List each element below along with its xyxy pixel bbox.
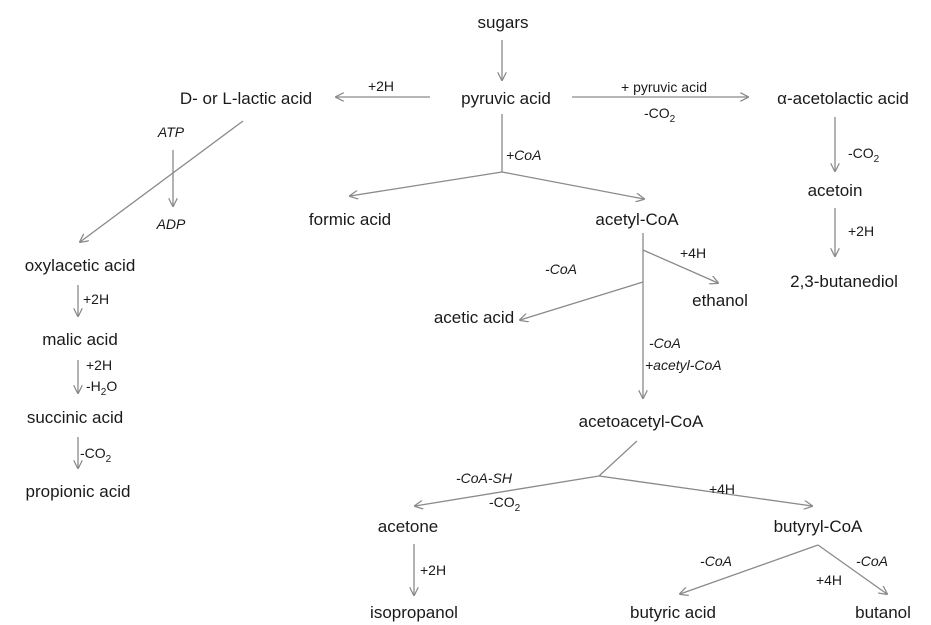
arrow-branch-to-acetone	[415, 475, 600, 506]
label-butyric-minus-coa: -CoA	[700, 553, 732, 569]
arrow-branch-to-butyryl	[598, 475, 812, 506]
label-minus-h2o: -H2O	[86, 378, 117, 398]
arrow-branch-to-formic	[350, 171, 503, 196]
node-acetoin: acetoin	[808, 181, 863, 200]
line-acetoacetyl-down	[598, 440, 638, 477]
label-malic-plus-2h: +2H	[86, 357, 112, 373]
label-minus-co2-acetoin: -CO2	[848, 145, 880, 165]
node-acetolactic-acid: α-acetolactic acid	[777, 89, 909, 108]
node-butanediol: 2,3-butanediol	[790, 272, 898, 291]
label-acetoin-plus-2h: +2H	[848, 223, 874, 239]
label-acetone-minus-co2: -CO2	[489, 494, 521, 514]
label-minus-coa-acetoacetyl: -CoA	[649, 335, 681, 351]
node-sugars: sugars	[477, 13, 528, 32]
label-isopropanol-plus-2h: +2H	[420, 562, 446, 578]
node-acetoacetyl-coa: acetoacetyl-CoA	[579, 412, 704, 431]
node-lactic-acid: D- or L-lactic acid	[180, 89, 312, 108]
node-propionic-acid: propionic acid	[26, 482, 131, 501]
label-plus-acetyl-coa: +acetyl-CoA	[645, 357, 722, 373]
label-succinic-minus-co2: -CO2	[80, 445, 112, 465]
node-ethanol: ethanol	[692, 291, 748, 310]
arrow-acetyl-to-ethanol	[642, 249, 718, 283]
label-plus-pyruvic-acid: + pyruvic acid	[621, 79, 707, 95]
node-succinic-acid: succinic acid	[27, 408, 123, 427]
label-atp: ATP	[157, 124, 185, 140]
node-malic-acid: malic acid	[42, 330, 118, 349]
node-formic-acid: formic acid	[309, 210, 391, 229]
label-butanol-minus-coa: -CoA	[856, 553, 888, 569]
node-acetyl-coa: acetyl-CoA	[595, 210, 679, 229]
arrow-butyryl-to-butyric	[680, 544, 819, 594]
node-oxylacetic-acid: oxylacetic acid	[25, 256, 136, 275]
arrow-butyryl-to-butanol	[817, 544, 887, 594]
node-isopropanol: isopropanol	[370, 603, 458, 622]
label-butanol-plus-4h: +4H	[816, 572, 842, 588]
label-oxylacetic-plus-2h: +2H	[83, 291, 109, 307]
label-adp: ADP	[156, 216, 186, 232]
label-lactic-plus-2h: +2H	[368, 78, 394, 94]
label-butyryl-plus-4h: +4H	[709, 481, 735, 497]
node-butyryl-coa: butyryl-CoA	[774, 517, 863, 536]
label-minus-co2-acetolactic: -CO2	[644, 105, 676, 125]
label-ethanol-plus-4h: +4H	[680, 245, 706, 261]
arrow-branch-to-acetyl-coa	[501, 171, 644, 199]
node-acetic-acid: acetic acid	[434, 308, 514, 327]
label-plus-coa: +CoA	[506, 147, 541, 163]
node-pyruvic-acid: pyruvic acid	[461, 89, 551, 108]
arrow-lactic-to-oxylacetic	[80, 120, 244, 242]
label-minus-coa-sh: -CoA-SH	[456, 470, 513, 486]
label-minus-coa-acetic: -CoA	[545, 261, 577, 277]
node-butyric-acid: butyric acid	[630, 603, 716, 622]
node-acetone: acetone	[378, 517, 439, 536]
arrow-acetyl-to-acetic	[520, 281, 644, 320]
node-butanol: butanol	[855, 603, 911, 622]
